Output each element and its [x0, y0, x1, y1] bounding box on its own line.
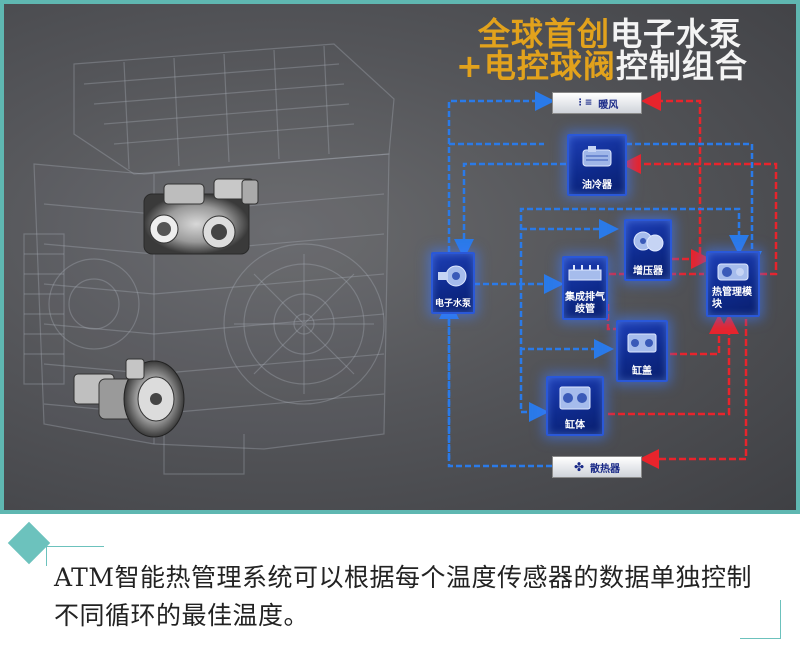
fan-icon: ✤ — [573, 460, 585, 474]
heater-label: 暖风 — [598, 99, 619, 111]
title-line-1: 全球首创电子水泵 — [478, 16, 742, 52]
thermal-module-icon — [717, 263, 749, 281]
caption-frame-right — [780, 600, 781, 638]
exhaust-manifold-node: 集成排气 歧管 — [562, 256, 608, 320]
exhaust-manifold-icon — [568, 265, 602, 281]
heater-icon: ⋮≡ — [575, 98, 593, 108]
turbocharger-label: 增压器 — [633, 266, 663, 277]
title-text-1: 电子水泵 — [610, 15, 743, 53]
ball-valve-part — [143, 178, 259, 255]
turbocharger-node: 增压器 — [624, 219, 672, 281]
thermal-module-label-2: 块 — [712, 299, 722, 310]
engine-wireframe — [23, 43, 395, 475]
electronic-pump-label: 电子水泵 — [434, 299, 471, 309]
caption-text: ATM智能热管理系统可以根据每个温度传感器的数据单独控制不同循环的最佳温度。 — [54, 563, 752, 630]
electronic-pump-node: 电子水泵 — [431, 252, 475, 314]
radiator-node: ✤ 散热器 — [552, 456, 642, 478]
title-highlight-1: 全球首创 — [478, 15, 611, 53]
oil-cooler-node: 油冷器 — [567, 134, 627, 196]
water-pump-icon — [438, 265, 467, 287]
caption-frame-bottom — [740, 638, 781, 639]
cylinder-block-label: 缸体 — [565, 420, 585, 431]
exhaust-manifold-label-2: 歧管 — [575, 304, 595, 315]
turbocharger-icon — [633, 231, 664, 252]
cylinder-block-icon — [559, 386, 591, 410]
water-pump-part — [73, 358, 185, 438]
thermal-module-node: 热管理模 块 — [706, 251, 760, 317]
diagram-canvas — [23, 43, 778, 475]
cylinder-head-label: 缸盖 — [632, 366, 652, 377]
oil-cooler-icon — [582, 146, 612, 167]
title-highlight-2: +电控球阀 — [456, 47, 616, 85]
diagram-figure: 全球首创电子水泵 +电控球阀控制组合 ⋮≡ 暖风 油冷器 电子水泵 增压器 — [0, 0, 800, 514]
title-text-2: 控制组合 — [615, 47, 748, 85]
cylinder-block-node: 缸体 — [546, 376, 604, 436]
exhaust-manifold-label-1: 集成排气 — [565, 292, 605, 303]
cylinder-head-node: 缸盖 — [616, 320, 668, 382]
caption-frame-left — [46, 546, 47, 566]
cylinder-head-icon — [627, 333, 657, 353]
radiator-label: 散热器 — [590, 463, 621, 475]
title-line-2: +电控球阀控制组合 — [456, 48, 748, 84]
caption-frame-top — [46, 546, 104, 547]
heater-node: ⋮≡ 暖风 — [552, 92, 642, 114]
thermal-module-label-1: 热管理模 — [712, 287, 752, 298]
oil-cooler-label: 油冷器 — [582, 180, 612, 191]
